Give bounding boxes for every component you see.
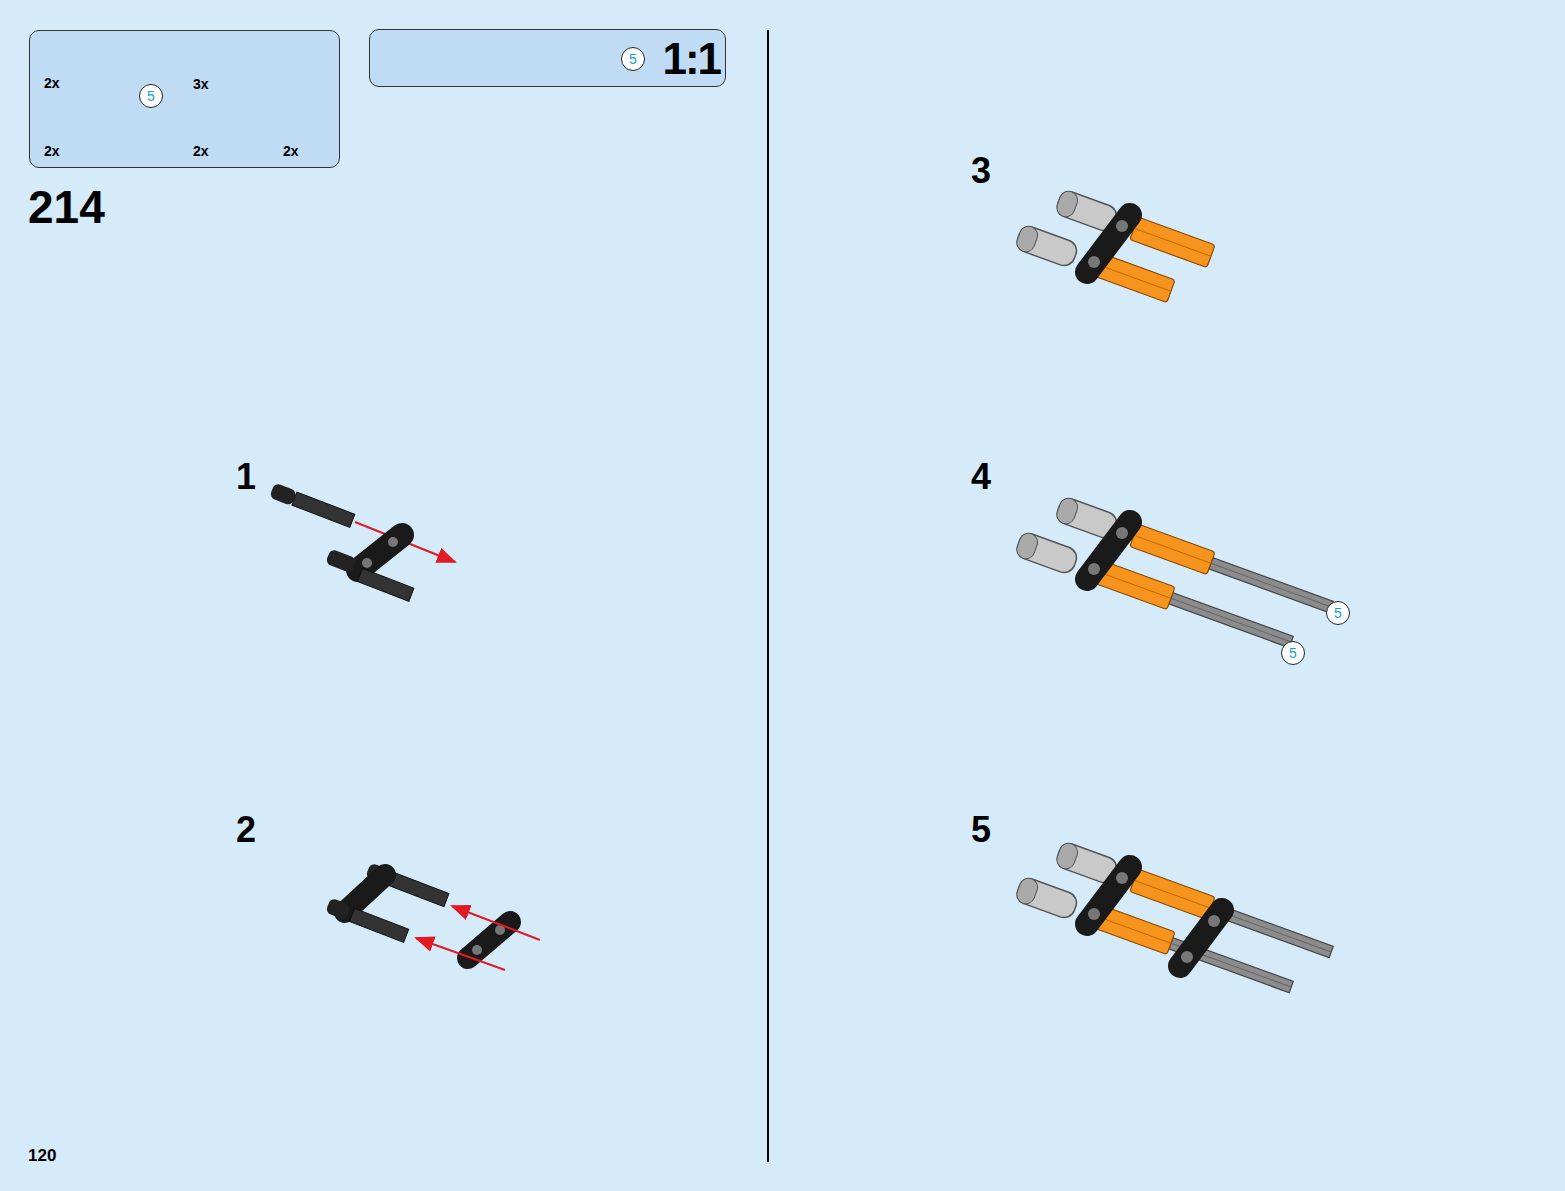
- quantity-label: 3x: [193, 76, 209, 92]
- parts-list-panel: 2x 3x 2x 2x 2x 5: [29, 30, 340, 168]
- callout-number: 5: [139, 84, 163, 108]
- callout-number: 5: [1281, 641, 1305, 665]
- callout-number: 5: [621, 47, 645, 71]
- callout-text: 5: [629, 51, 637, 67]
- substep-number: 4: [971, 456, 991, 498]
- callout-text: 5: [1289, 645, 1297, 661]
- substep-number: 1: [236, 456, 256, 498]
- callout-text: 5: [147, 88, 155, 104]
- quantity-label: 2x: [283, 143, 299, 159]
- substep-number: 5: [971, 809, 991, 851]
- scale-label: 1:1: [662, 34, 720, 84]
- quantity-label: 2x: [44, 75, 60, 91]
- scale-panel: 1:1 5: [369, 29, 726, 87]
- step-number: 214: [28, 180, 105, 234]
- quantity-label: 2x: [44, 143, 60, 159]
- page-number: 120: [28, 1146, 56, 1166]
- callout-text: 5: [1334, 605, 1342, 621]
- substep-number: 2: [236, 809, 256, 851]
- callout-number: 5: [1326, 601, 1350, 625]
- substep-number: 3: [971, 150, 991, 192]
- quantity-label: 2x: [193, 143, 209, 159]
